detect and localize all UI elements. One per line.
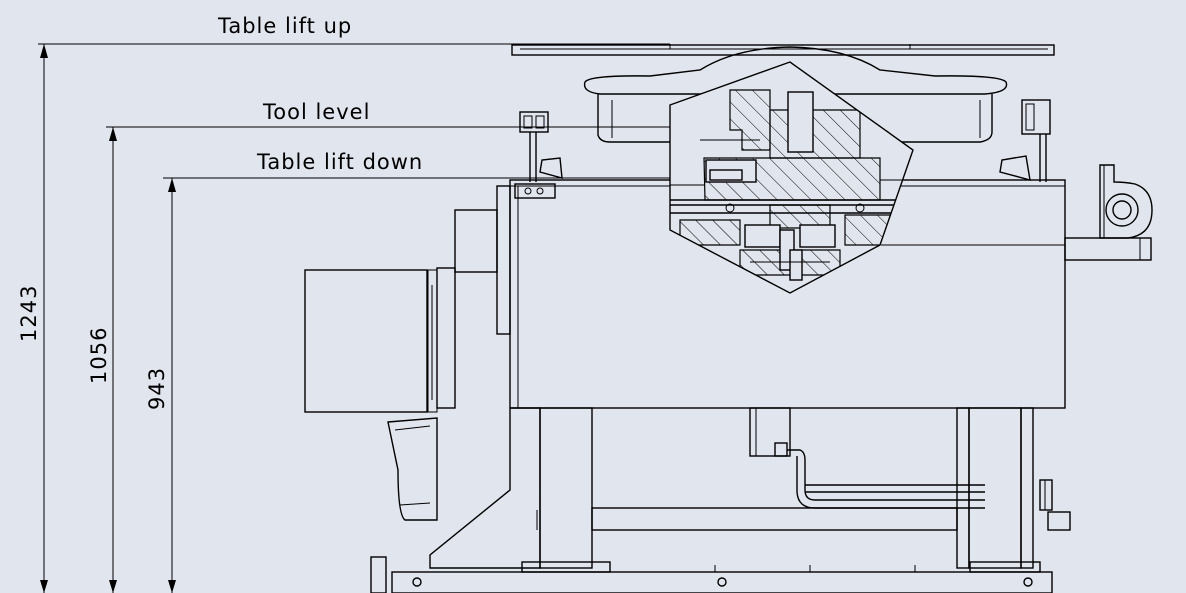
section-cutaway [669, 61, 914, 294]
motor-right [1064, 164, 1153, 261]
label-table-lift-down: Table lift down [256, 150, 423, 174]
support-frame [429, 407, 1041, 573]
label-table-lift-up: Table lift up [217, 14, 352, 38]
dimension-table-lift-up: Table lift up 1243 [17, 14, 670, 593]
dimension-value-1056: 1056 [87, 327, 111, 384]
control-box-left [304, 185, 511, 413]
bucket-left [387, 417, 438, 521]
limit-switch-right [999, 99, 1051, 182]
rotary-table-top [511, 44, 1055, 143]
valve-and-piping [749, 407, 1071, 531]
label-tool-level: Tool level [262, 100, 370, 124]
dimension-value-943: 943 [145, 367, 169, 410]
limit-switch-left [514, 111, 563, 199]
dimension-tool-level: Tool level 1056 [87, 100, 670, 593]
dimension-table-lift-down: Table lift down 943 [145, 150, 670, 593]
dimension-value-1243: 1243 [17, 285, 41, 342]
base-rail [370, 556, 1053, 593]
